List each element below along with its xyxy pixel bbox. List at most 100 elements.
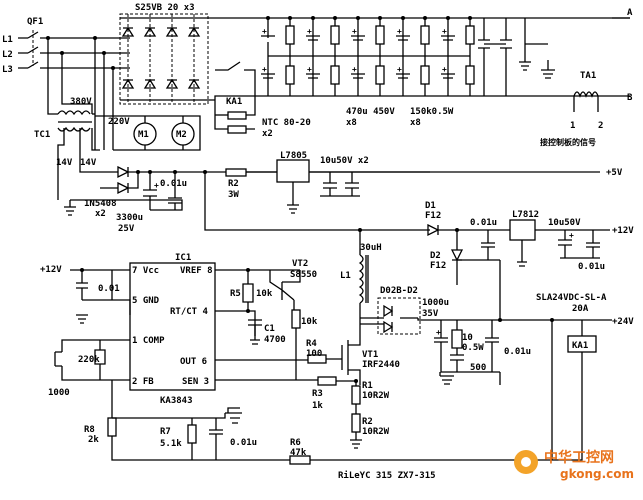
relay-coil-label: KA1 <box>572 341 588 351</box>
v14a-label: 14V <box>56 158 73 168</box>
cap-001d-label: 0.01 <box>98 284 120 294</box>
f12b-label: F12 <box>430 261 446 271</box>
terminal-a: A <box>627 8 633 18</box>
r8-value: 2k <box>88 435 99 445</box>
cap-bank-1-count: x8 <box>346 118 357 128</box>
watermark-url: gkong.com <box>560 467 634 481</box>
vt2-value: S8550 <box>290 270 317 280</box>
diode-pair-label: D02B-D2 <box>380 286 418 296</box>
feedback-network: R7 5.1k 0.01u R6 47k <box>112 407 311 465</box>
r2b-label: R2 <box>362 417 373 427</box>
dc-bus-capacitors: ++ +++ ++ +++ 470u 450V x8 150k0.5W x8 A… <box>261 8 633 128</box>
terminal-b: B <box>627 93 633 103</box>
r3-label: R3 <box>312 389 323 399</box>
ic-pin-1: 1 COMP <box>132 336 165 346</box>
c1-value: 4700 <box>264 335 286 345</box>
ic-pin-7: 7 Vcc <box>132 266 159 276</box>
qf1-label: QF1 <box>27 17 43 27</box>
r8-label: R8 <box>84 425 95 435</box>
l1-label: L1 <box>2 35 13 45</box>
inductor-value: 30uH <box>360 243 382 253</box>
ta1-pin-2: 2 <box>598 121 603 131</box>
r1-label: R1 <box>362 381 373 391</box>
svg-text:+: + <box>397 65 402 74</box>
plus12v-left-label: +12V <box>40 265 62 275</box>
vt1-value: IRF2440 <box>362 360 400 370</box>
cap-500-label: 500 <box>470 363 486 373</box>
svg-text:+: + <box>569 231 574 240</box>
svg-text:+: + <box>352 27 357 36</box>
r3-value: 1k <box>312 401 323 411</box>
svg-text:+: + <box>262 27 267 36</box>
cap-001f-label: 0.01u <box>230 438 257 448</box>
svg-text:+: + <box>262 65 267 74</box>
l7812-label: L7812 <box>512 210 539 220</box>
svg-text:+: + <box>442 65 447 74</box>
svg-text:+: + <box>442 27 447 36</box>
vt1-label: VT1 <box>362 350 378 360</box>
ntc-label: NTC 80-20 <box>262 118 311 128</box>
cap-10u50v-label: 10u50V x2 <box>320 156 369 166</box>
r4-label: R4 <box>306 339 317 349</box>
svg-text:+: + <box>397 27 402 36</box>
plus24v-label: +24V <box>612 317 634 327</box>
v14b-label: 14V <box>80 158 97 168</box>
v380-label: 380V <box>70 97 92 107</box>
svg-text:+: + <box>436 328 441 337</box>
svg-text:+: + <box>352 65 357 74</box>
ic-pin-3: SEN 3 <box>182 377 209 387</box>
cap-1000u-voltage: 35V <box>422 309 439 319</box>
l3-label: L3 <box>2 65 13 75</box>
twelve-volt-supply: D1 F12 D2 F12 0.01u L7812 + 10u50V 0.01u… <box>425 201 634 285</box>
pwm-controller: IC1 +12V 7 Vcc 5 GND 1 COMP 2 FB VREF 8 … <box>40 253 552 461</box>
inductor-label: L1 <box>340 271 351 281</box>
model-label: RiLeYC 315 ZX7-315 <box>338 470 436 481</box>
precharge-section: KA1 NTC 80-20 x2 <box>214 61 311 139</box>
cap-001e-label: 0.01u <box>504 347 531 357</box>
cap-001b-label: 0.01u <box>470 218 497 228</box>
ka3843-label: KA3843 <box>160 396 193 406</box>
plus5v-label: +5V <box>606 168 623 178</box>
fan-m1: M1 <box>138 130 149 140</box>
ta1-pin-1: 1 <box>570 121 575 131</box>
cap-001c-label: 0.01u <box>578 262 605 272</box>
r5-value: 10k <box>256 289 273 299</box>
current-transformer: TA1 1 2 接控制板的信号 <box>540 71 603 147</box>
fan-m2: M2 <box>176 130 187 140</box>
cap-bank-2-label: 150k0.5W <box>410 107 454 117</box>
cap-3300-label: 3300u <box>116 213 143 223</box>
r2-power: 3W <box>228 190 239 200</box>
bridge-rectifier-bank: S25VB 20 x3 <box>119 3 630 105</box>
control-transformer: 380V TC1 220V M1 M2 14V 14V <box>34 97 201 190</box>
l2-label: L2 <box>2 50 13 60</box>
d1-label: D1 <box>425 201 436 211</box>
f12a-label: F12 <box>425 211 441 221</box>
svg-text:+: + <box>307 27 312 36</box>
cap-001a-label: 0.01u <box>160 179 187 189</box>
svg-text:+: + <box>307 65 312 74</box>
r6-label: R6 <box>290 438 301 448</box>
mains-input: QF1 L1 L2 L3 <box>2 17 130 150</box>
watermark-cn: 中华工控网 <box>544 449 614 466</box>
ic-pin-4: RT/CT 4 <box>170 307 209 317</box>
r7-label: R7 <box>160 427 171 437</box>
auxiliary-supply: 1N5408 x2 + 3300u 25V 0.01u R2 3W L7805 … <box>57 151 623 234</box>
d2-label: D2 <box>430 251 441 261</box>
plus12v-right-label: +12V <box>612 226 634 236</box>
watermark: 中华工控网 gkong.com <box>514 449 634 481</box>
cap-3300-voltage: 25V <box>118 224 135 234</box>
ic-pin-2: 2 FB <box>132 377 154 387</box>
ta1-note: 接控制板的信号 <box>540 137 596 147</box>
r4-value: 100 <box>306 349 322 359</box>
relay-label: SLA24VDC-SL-A <box>536 293 607 303</box>
ntc-count: x2 <box>262 129 273 139</box>
r6-value: 47k <box>290 448 307 458</box>
cap-1000u-label: 1000u <box>422 298 449 308</box>
r2-label: R2 <box>228 179 239 189</box>
diode-1n5408: 1N5408 <box>84 199 117 209</box>
r2b-value: 10R2W <box>362 427 390 437</box>
cap-1000-label: 1000 <box>48 388 70 398</box>
ic-pin-5: 5 GND <box>132 296 160 306</box>
cap-bank-2-count: x8 <box>410 118 421 128</box>
